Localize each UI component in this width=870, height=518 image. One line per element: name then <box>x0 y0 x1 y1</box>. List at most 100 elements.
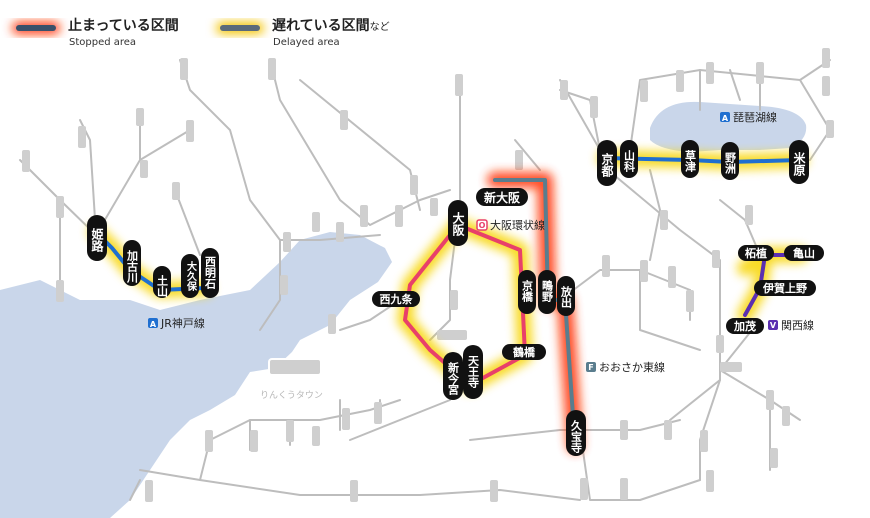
svg-text:野洲: 野洲 <box>724 152 737 175</box>
background-station-mark <box>280 275 288 295</box>
svg-text:A: A <box>722 114 729 123</box>
background-station-mark <box>700 430 708 452</box>
station-tennoji[interactable]: 天王寺 <box>463 345 483 399</box>
background-station-mark <box>515 150 523 170</box>
background-station-mark <box>620 478 628 500</box>
station-tsuge[interactable]: 柘植 <box>738 245 774 261</box>
svg-text:大阪: 大阪 <box>451 211 465 237</box>
background-station-mark <box>560 80 568 100</box>
station-osaka[interactable]: 大阪 <box>448 200 468 246</box>
svg-text:加茂: 加茂 <box>733 319 756 333</box>
legend-delayed-label: 遅れている区間など <box>272 18 390 34</box>
legend-delayed-sub: Delayed area <box>273 37 340 48</box>
background-station-mark <box>455 74 463 96</box>
background-station-mark <box>136 108 144 126</box>
osaka-bay-inner <box>292 260 340 300</box>
background-station-mark <box>360 205 368 227</box>
background-station-mark <box>342 408 350 430</box>
background-station-mark <box>286 420 294 442</box>
svg-text:土山: 土山 <box>156 274 169 298</box>
svg-text:V: V <box>770 321 777 330</box>
station-kyoto[interactable]: 京都 <box>597 140 617 186</box>
station-maibara[interactable]: 米原 <box>789 140 809 184</box>
svg-text:A: A <box>150 320 157 329</box>
legend-delayed: 遅れている区間など Delayed area <box>216 18 390 48</box>
svg-text:加古川: 加古川 <box>126 249 140 283</box>
svg-text:鴫野: 鴫野 <box>541 279 554 303</box>
station-hanaten[interactable]: 放出 <box>557 276 575 316</box>
station-kameyama[interactable]: 亀山 <box>784 245 824 261</box>
label-osaka-higashi[interactable]: F おおさか東線 <box>586 360 665 374</box>
svg-text:新今宮: 新今宮 <box>447 361 461 396</box>
background-station-mark <box>756 62 764 84</box>
biwako-line <box>603 156 802 164</box>
background-station-mark <box>328 314 336 334</box>
station-nishiakashi[interactable]: 西明石 <box>201 248 219 298</box>
station-yasu[interactable]: 野洲 <box>721 142 739 180</box>
background-station-mark <box>620 420 628 440</box>
station-tsuruhashi[interactable]: 鶴橋 <box>502 344 546 360</box>
background-station-mark <box>490 480 498 502</box>
background-station-mark <box>22 150 30 172</box>
svg-text:放出: 放出 <box>560 285 574 309</box>
background-station-mark <box>312 426 320 446</box>
svg-text:山科: 山科 <box>623 149 636 173</box>
background-station-mark <box>580 478 588 500</box>
background-station-mark <box>340 110 348 130</box>
svg-text:大久保: 大久保 <box>185 260 198 292</box>
background-station-mark <box>395 205 403 227</box>
label-osaka-loop[interactable]: O 大阪環状線 <box>476 218 545 232</box>
background-station-mark <box>374 402 382 424</box>
line-labels: A JR神戸線 A 琵琶湖線 O 大阪環状線 F おおさか東線 V 関西線 りん… <box>148 110 814 401</box>
svg-text:西明石: 西明石 <box>204 256 218 290</box>
background-station-mark <box>145 480 153 502</box>
background-station-mark <box>186 120 194 142</box>
svg-text:西九条: 西九条 <box>380 292 414 306</box>
background-station-mark <box>430 198 438 216</box>
lake-biwa-water <box>650 101 807 152</box>
station-okubo[interactable]: 大久保 <box>181 254 199 298</box>
svg-text:亀山: 亀山 <box>793 246 815 260</box>
station-himeji[interactable]: 姫路 <box>87 215 107 261</box>
svg-text:天王寺: 天王寺 <box>467 355 480 389</box>
station-kakogawa[interactable]: 加古川 <box>123 240 141 286</box>
label-kansai[interactable]: V 関西線 <box>768 318 814 332</box>
label-jr-kobe[interactable]: A JR神戸線 <box>148 316 205 330</box>
background-station-mark <box>205 430 213 452</box>
background-station-mark <box>590 96 598 118</box>
background-station-mark <box>450 290 458 310</box>
background-station-mark <box>745 205 753 225</box>
station-igaueno[interactable]: 伊賀上野 <box>754 280 816 296</box>
station-yamashina[interactable]: 山科 <box>620 140 638 178</box>
background-station-mark <box>664 420 672 440</box>
station-kyobashi[interactable]: 京橋 <box>518 270 536 314</box>
station-shinosaka[interactable]: 新大阪 <box>476 188 528 206</box>
background-station-mark <box>640 260 648 282</box>
background-station-mark <box>336 222 344 242</box>
label-biwako[interactable]: A 琵琶湖線 <box>720 110 777 124</box>
svg-text:りんくうタウン: りんくうタウン <box>260 390 323 401</box>
svg-text:草津: 草津 <box>684 149 697 173</box>
background-station-mark <box>172 182 180 200</box>
background-station-mark <box>56 280 64 302</box>
station-shinimamiya[interactable]: 新今宮 <box>443 352 463 400</box>
svg-text:鶴橋: 鶴橋 <box>513 345 536 359</box>
background-station-mark <box>668 266 676 288</box>
station-kusatsu[interactable]: 草津 <box>681 140 699 178</box>
background-station-mark <box>770 448 778 468</box>
background-station-mark <box>350 480 358 502</box>
background-station-mark <box>437 330 467 340</box>
station-kyuhoji[interactable]: 久宝寺 <box>566 410 586 456</box>
svg-text:久宝寺: 久宝寺 <box>570 419 583 454</box>
station-nishikujo[interactable]: 西九条 <box>372 291 420 307</box>
station-tsuchiyama[interactable]: 土山 <box>153 266 171 298</box>
station-shigino[interactable]: 鴫野 <box>538 270 556 314</box>
kansai-line <box>743 253 802 317</box>
background-station-mark <box>250 430 258 452</box>
background-station-mark <box>140 160 148 178</box>
station-kamo[interactable]: 加茂 <box>726 318 764 334</box>
svg-text:大阪環状線: 大阪環状線 <box>490 218 545 232</box>
svg-text:おおさか東線: おおさか東線 <box>599 360 665 374</box>
svg-text:F: F <box>588 363 593 372</box>
background-station-mark <box>686 290 694 312</box>
